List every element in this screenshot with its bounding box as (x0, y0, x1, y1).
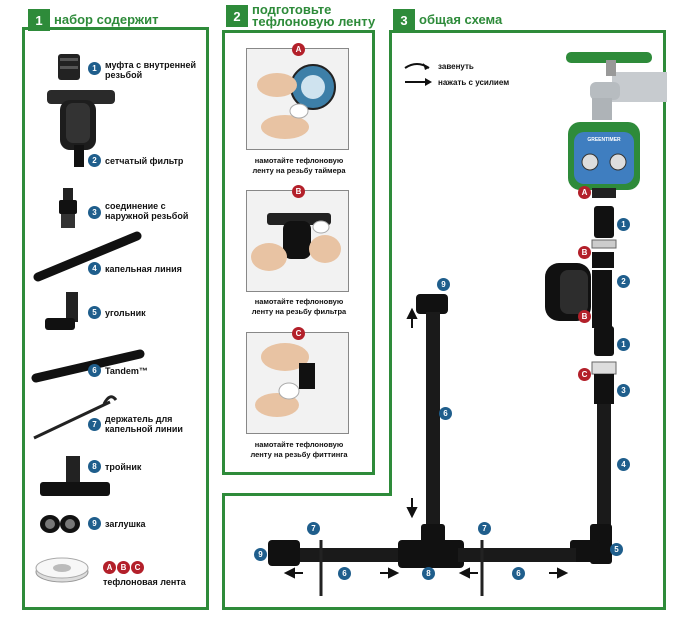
marker-bottom-7-left: 7 (307, 522, 320, 535)
kit-item-3-number: 3 (88, 206, 101, 219)
faucet-icon (566, 52, 667, 120)
left-assembly (416, 294, 448, 544)
step-b-caption-line1: намотайте тефлоновую (254, 297, 344, 306)
teflon-badge-b: B (117, 561, 130, 574)
tandem-pipe-icon (31, 349, 145, 383)
elbow-icon (45, 292, 78, 330)
kit-item-3-label-line1: соединение с (105, 201, 166, 211)
kit-contents-title: набор содержит (50, 13, 163, 26)
tee-icon (40, 456, 110, 496)
marker-bottom-9: 9 (254, 548, 267, 561)
marker-right-a: A (578, 186, 591, 199)
marker-right-5: 5 (610, 543, 623, 556)
teflon-prep-number: 2 (226, 5, 248, 27)
step-b-illustration (251, 213, 341, 271)
step-b-badge: B (292, 185, 305, 198)
kit-item-8-number: 8 (88, 460, 101, 473)
filter-icon (47, 90, 115, 167)
kit-item-4-label: капельная линия (105, 264, 182, 274)
kit-item-9-number: 9 (88, 517, 101, 530)
frame-connector-left (389, 30, 392, 496)
kit-item-5-label: угольник (105, 308, 146, 318)
marker-bottom-8: 8 (422, 567, 435, 580)
marker-right-1-bottom: 1 (617, 338, 630, 351)
step-b-caption-line2: ленту на резьбу фильтра (251, 307, 347, 316)
bottom-assembly (268, 540, 576, 596)
overall-scheme-title: общая схема (415, 13, 507, 26)
kit-item-6-number: 6 (88, 364, 101, 377)
step-a-photo (246, 48, 349, 150)
kit-item-1-label-line2: резьбой (105, 70, 143, 80)
step-a-illustration (257, 64, 336, 139)
teflon-badge-a: A (103, 561, 116, 574)
marker-bottom-7-right: 7 (478, 522, 491, 535)
step-b-photo (246, 190, 349, 292)
kit-contents-header: 1 набор содержит (28, 9, 163, 31)
marker-right-3: 3 (617, 384, 630, 397)
stake-holder-icon (33, 395, 118, 440)
teflon-prep-title-line1: подготовьте (248, 3, 380, 16)
legend-push-label: нажать с усилием (438, 78, 510, 87)
kit-item-7-number: 7 (88, 418, 101, 431)
legend-screw-label: завенуть (438, 62, 474, 71)
marker-right-b-bottom: B (578, 310, 591, 323)
timer-icon: GREENTIMER (568, 122, 640, 198)
step-c-photo (246, 332, 349, 434)
kit-item-3-label-line2: наружной резьбой (105, 211, 189, 221)
marker-right-1-top: 1 (617, 218, 630, 231)
marker-left-6: 6 (439, 407, 452, 420)
kit-contents-number: 1 (28, 9, 50, 31)
teflon-tape-icon (35, 557, 89, 583)
teflon-prep-header: 2 подготовьте тефлоновую ленту (226, 3, 380, 28)
marker-right-2: 2 (617, 275, 630, 288)
kit-item-8-label: тройник (105, 462, 142, 472)
step-c-caption-line2: ленту на резьбу фиттинга (250, 450, 348, 459)
kit-item-1-label-line1: муфта с внутренней (105, 60, 197, 70)
kit-item-1-number: 1 (88, 62, 101, 75)
male-adapter-icon (59, 188, 77, 228)
marker-bottom-6-right: 6 (512, 567, 525, 580)
kit-item-5-number: 5 (88, 306, 101, 319)
frame-right-edge (663, 30, 666, 610)
push-arrows (283, 307, 569, 579)
overall-scheme-header: 3 общая схема (393, 9, 507, 31)
teflon-prep-title: подготовьте тефлоновую ленту (248, 3, 380, 28)
frame-connector-top (222, 493, 392, 496)
step-c-badge: C (292, 327, 305, 340)
coupling-icon (58, 54, 80, 80)
kit-item-7-label-line1: держатель для (105, 414, 173, 424)
kit-item-9-label: заглушка (105, 519, 146, 529)
kit-item-4-number: 4 (88, 262, 101, 275)
overall-scheme-number: 3 (393, 9, 415, 31)
right-assembly (545, 206, 617, 564)
marker-left-9: 9 (437, 278, 450, 291)
marker-right-b-top: B (578, 246, 591, 259)
teflon-label: тефлоновая лента (103, 577, 186, 587)
teflon-badge-c: C (131, 561, 144, 574)
teflon-prep-title-line2: тефлоновую ленту (248, 15, 380, 28)
step-c-caption-line1: намотайте тефлоновую (254, 440, 344, 449)
timer-brand-text: GREENTIMER (587, 137, 621, 143)
end-cap-icon (40, 515, 80, 533)
kit-item-2-number: 2 (88, 154, 101, 167)
step-a-caption-line2: ленту на резьбу таймера (252, 166, 346, 175)
step-a-badge: A (292, 43, 305, 56)
marker-right-4: 4 (617, 458, 630, 471)
marker-bottom-6-left: 6 (338, 567, 351, 580)
drip-line-icon (33, 231, 142, 282)
kit-item-2-label: сетчатый фильтр (105, 156, 184, 166)
step-a-caption-line1: намотайте тефлоновую (254, 156, 344, 165)
marker-right-c: C (578, 368, 591, 381)
kit-item-6-label: Tandem™ (105, 366, 148, 376)
step-c-illustration (255, 343, 315, 417)
kit-item-7-label-line2: капельной линии (105, 424, 183, 434)
